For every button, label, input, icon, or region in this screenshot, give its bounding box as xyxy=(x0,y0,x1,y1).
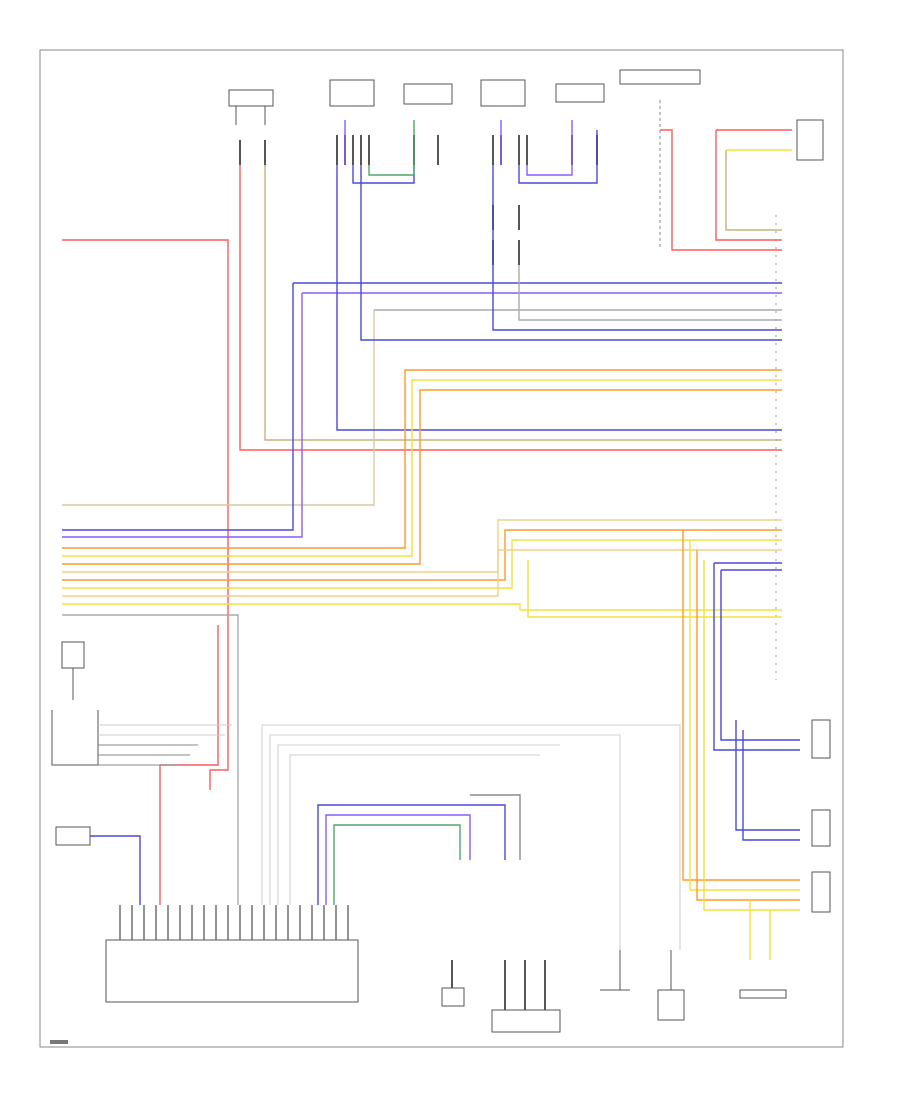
component-right-door-control xyxy=(51,710,232,766)
module-pin-stubs xyxy=(119,905,349,940)
wire-red xyxy=(62,129,792,905)
component-left-rear-speaker xyxy=(811,871,831,913)
module-thin-wires xyxy=(261,724,681,950)
component-bottom-center-module xyxy=(491,960,561,1033)
diagram-frame xyxy=(39,49,844,1048)
wire-blue xyxy=(62,120,782,538)
footer-mark xyxy=(50,1040,68,1044)
component-left-rear-tweeter xyxy=(739,989,787,999)
component-bottom-antenna xyxy=(441,960,465,1007)
component-right-front-tweeter xyxy=(403,83,453,105)
component-radio-module xyxy=(105,939,359,1003)
pin-stubs-top xyxy=(239,135,598,265)
component-right-rear-speaker xyxy=(480,79,526,107)
wire-right-drops xyxy=(682,530,800,960)
component-left-front-speaker-upper xyxy=(796,119,824,161)
component-top-1 xyxy=(228,89,274,125)
component-left-front-tweeter xyxy=(811,809,831,847)
wire-orange-yellow-band xyxy=(62,369,782,905)
component-left-front-door-speaker xyxy=(811,719,831,759)
component-cd-changer xyxy=(55,826,141,905)
component-ground-g2 xyxy=(657,950,685,1021)
component-ground-g1 xyxy=(600,950,630,991)
component-right-rear-tweeter xyxy=(555,83,605,103)
component-top-right-fuse xyxy=(619,69,701,250)
component-right-front-door-speaker xyxy=(329,79,375,107)
wire-tan xyxy=(62,149,792,506)
component-left-ground xyxy=(61,641,85,700)
